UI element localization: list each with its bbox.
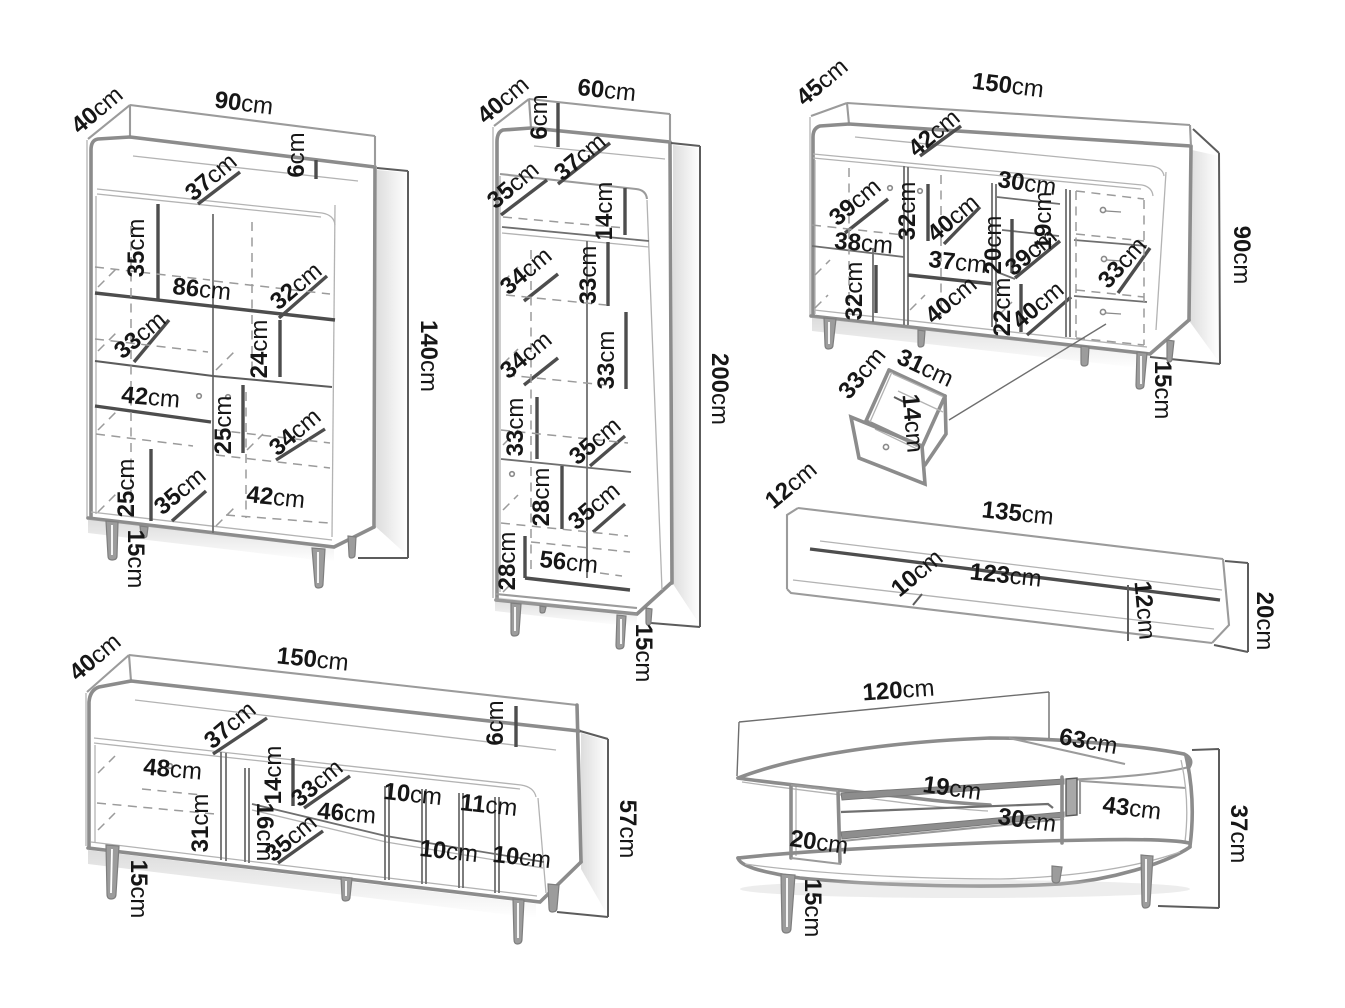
svg-text:6cm: 6cm (283, 132, 310, 177)
svg-text:11cm: 11cm (459, 789, 519, 822)
svg-text:135cm: 135cm (981, 496, 1055, 530)
svg-text:15cm: 15cm (125, 860, 152, 919)
svg-text:24cm: 24cm (246, 320, 273, 379)
svg-text:6cm: 6cm (526, 94, 553, 139)
svg-text:123cm: 123cm (969, 558, 1043, 592)
svg-text:120cm: 120cm (862, 675, 936, 707)
svg-text:48cm: 48cm (142, 754, 203, 786)
svg-text:150cm: 150cm (276, 642, 350, 676)
svg-text:15cm: 15cm (630, 624, 657, 683)
svg-text:10cm: 10cm (491, 841, 552, 874)
svg-text:6cm: 6cm (482, 700, 509, 745)
svg-text:57cm: 57cm (614, 800, 641, 859)
svg-text:43cm: 43cm (1101, 792, 1163, 826)
svg-text:20cm: 20cm (980, 216, 1007, 275)
svg-text:32cm: 32cm (894, 182, 921, 241)
svg-text:28cm: 28cm (528, 468, 555, 527)
svg-text:30cm: 30cm (996, 166, 1058, 201)
svg-text:35cm: 35cm (123, 219, 150, 278)
svg-text:25cm: 25cm (113, 459, 140, 518)
svg-text:38cm: 38cm (833, 228, 894, 260)
svg-text:37cm: 37cm (927, 246, 988, 279)
svg-text:15cm: 15cm (1149, 361, 1176, 420)
svg-text:42cm: 42cm (120, 382, 181, 414)
svg-text:140cm: 140cm (415, 320, 442, 392)
svg-text:33cm: 33cm (502, 398, 529, 457)
svg-text:60cm: 60cm (576, 74, 637, 107)
svg-text:63cm: 63cm (1057, 723, 1119, 760)
svg-text:30cm: 30cm (996, 803, 1058, 838)
svg-text:86cm: 86cm (171, 273, 232, 306)
svg-text:20cm: 20cm (788, 825, 850, 860)
svg-text:25cm: 25cm (210, 396, 237, 455)
svg-text:31cm: 31cm (187, 794, 214, 853)
svg-text:10cm: 10cm (382, 778, 443, 811)
svg-text:14cm: 14cm (260, 746, 287, 805)
svg-text:33cm: 33cm (593, 331, 620, 390)
svg-text:200cm: 200cm (706, 353, 733, 425)
svg-text:14cm: 14cm (896, 393, 928, 454)
svg-text:28cm: 28cm (494, 532, 521, 591)
svg-text:12cm: 12cm (1128, 580, 1160, 641)
svg-text:90cm: 90cm (213, 87, 275, 121)
svg-text:19cm: 19cm (1030, 192, 1057, 251)
svg-text:42cm: 42cm (245, 481, 306, 514)
svg-text:15cm: 15cm (122, 530, 149, 589)
svg-text:90cm: 90cm (1228, 226, 1255, 285)
svg-text:15cm: 15cm (799, 879, 826, 938)
svg-text:19cm: 19cm (921, 771, 983, 806)
svg-text:22cm: 22cm (989, 278, 1016, 337)
svg-text:14cm: 14cm (591, 182, 618, 241)
svg-text:33cm: 33cm (575, 246, 602, 305)
svg-text:32cm: 32cm (841, 262, 868, 321)
svg-text:37cm: 37cm (1225, 805, 1252, 864)
svg-text:20cm: 20cm (1251, 592, 1278, 651)
svg-text:16cm: 16cm (251, 803, 278, 862)
svg-text:10cm: 10cm (418, 835, 479, 868)
svg-text:56cm: 56cm (538, 546, 599, 579)
svg-text:46cm: 46cm (316, 798, 377, 830)
svg-text:150cm: 150cm (971, 68, 1046, 104)
